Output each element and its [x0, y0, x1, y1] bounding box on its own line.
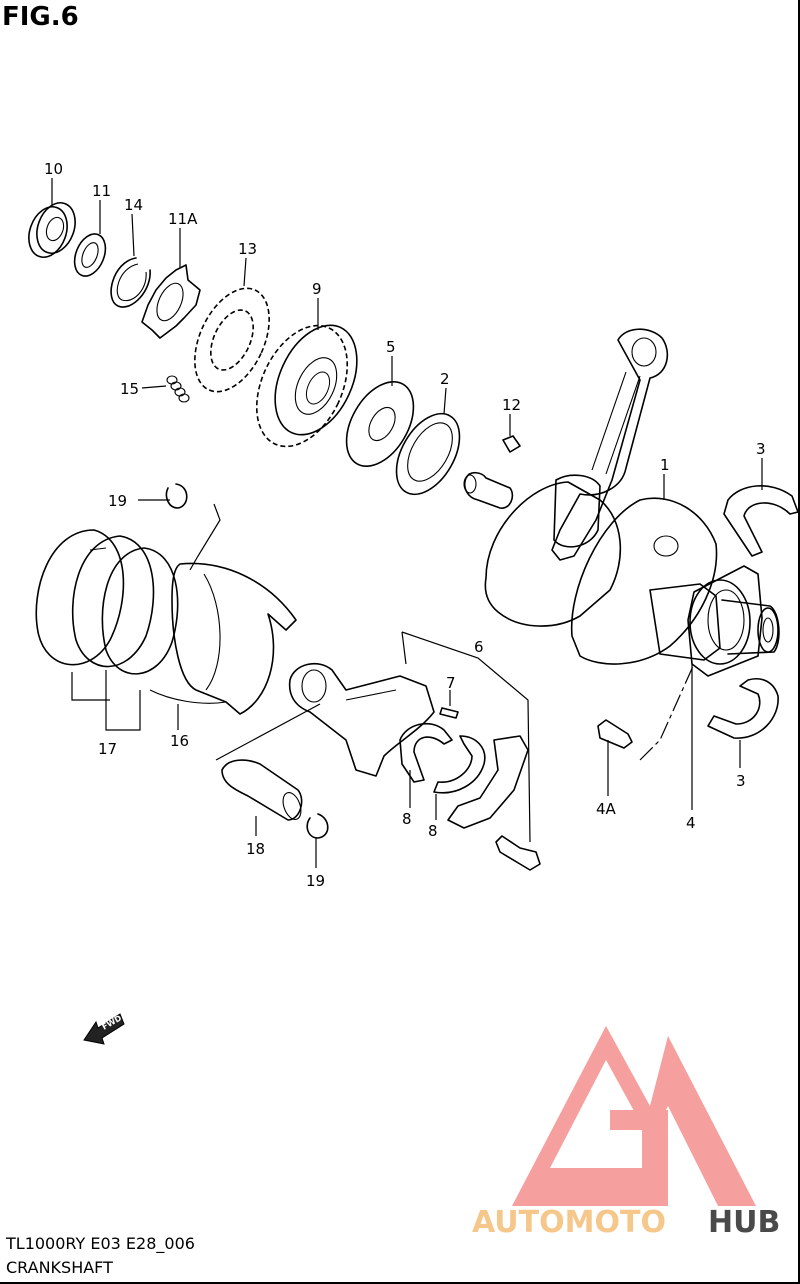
part-2-washer[interactable]	[383, 403, 472, 505]
figure-title: FIG.6	[2, 2, 79, 32]
callout-3-bottom: 3	[736, 772, 746, 790]
callout-13: 13	[238, 240, 257, 258]
callout-4: 4	[686, 814, 696, 832]
fwd-marker: FWD	[83, 1013, 125, 1045]
frame-bottom-border	[0, 1282, 800, 1284]
leader-lines	[51, 178, 763, 868]
part-18-piston-pin[interactable]	[221, 759, 304, 822]
callout-12: 12	[502, 396, 521, 414]
part-19-circlip-top[interactable]	[165, 483, 188, 509]
callout-9: 9	[312, 280, 322, 298]
part-4-oil-seal-plate[interactable]	[687, 565, 763, 677]
part-14-circlip[interactable]	[110, 257, 151, 308]
part-4a-dowel-pin[interactable]	[597, 719, 633, 749]
callout-11: 11	[92, 182, 111, 200]
part-3-main-bearing-bottom[interactable]	[707, 678, 779, 739]
callout-labels: 10 11 14 11A 13 9 15 5 2 12 1 3 3 19 19 …	[44, 160, 766, 890]
figure-caption: CRANKSHAFT	[6, 1258, 113, 1277]
part-19-circlip-bottom[interactable]	[306, 813, 329, 839]
callout-8-left: 8	[402, 810, 412, 828]
frame-right-border	[798, 0, 800, 1284]
part-3-main-bearing-top[interactable]	[723, 485, 799, 557]
part-11a-lock-washer[interactable]	[141, 264, 201, 339]
callout-2: 2	[440, 370, 450, 388]
part-16-piston[interactable]	[149, 562, 297, 715]
callout-7: 7	[446, 674, 456, 692]
part-12-key[interactable]	[502, 435, 521, 453]
watermark-brand-part2: HUB	[708, 1205, 780, 1240]
callout-19-bottom: 19	[306, 872, 325, 890]
watermark-triangle-icon	[512, 1026, 756, 1206]
part-8-conrod-bearing-right[interactable]	[433, 735, 486, 794]
part-17-piston-rings[interactable]	[35, 529, 179, 675]
callout-10: 10	[44, 160, 63, 178]
callout-19-top: 19	[108, 492, 127, 510]
model-code: TL1000RY E03 E28_006	[6, 1234, 195, 1253]
part-6-conrod-bolt[interactable]	[495, 835, 541, 871]
callout-14: 14	[124, 196, 143, 214]
watermark-brand: AUTOMOTO HUB	[472, 1205, 780, 1240]
part-13-gear-plate[interactable]	[180, 277, 284, 404]
part-10-oil-seal[interactable]	[22, 197, 82, 262]
callout-5: 5	[386, 338, 396, 356]
part-9-primary-gear[interactable]	[239, 311, 373, 461]
callout-16: 16	[170, 732, 189, 750]
part-7-bolt[interactable]	[439, 707, 459, 719]
watermark-logo	[512, 1026, 756, 1206]
part-11-washer[interactable]	[69, 229, 111, 280]
callout-3-top: 3	[756, 440, 766, 458]
callout-18: 18	[246, 840, 265, 858]
part-8-conrod-bearing-left[interactable]	[399, 722, 453, 783]
part-1-crankshaft[interactable]	[463, 328, 780, 665]
callout-15: 15	[120, 380, 139, 398]
callout-4a: 4A	[596, 800, 617, 818]
callout-8-right: 8	[428, 822, 438, 840]
part-6-conrod-cap[interactable]	[447, 735, 529, 829]
forward-arrow-icon	[83, 1013, 125, 1045]
part-5-thrust-washer[interactable]	[333, 370, 427, 478]
callout-17: 17	[98, 740, 117, 758]
watermark-brand-part1: AUTOMOTO	[472, 1205, 666, 1240]
part-15-spring[interactable]	[166, 375, 190, 403]
callout-6: 6	[474, 638, 484, 656]
callout-1: 1	[660, 456, 670, 474]
callout-11a: 11A	[168, 210, 198, 228]
part-6-connecting-rod[interactable]	[288, 662, 435, 777]
